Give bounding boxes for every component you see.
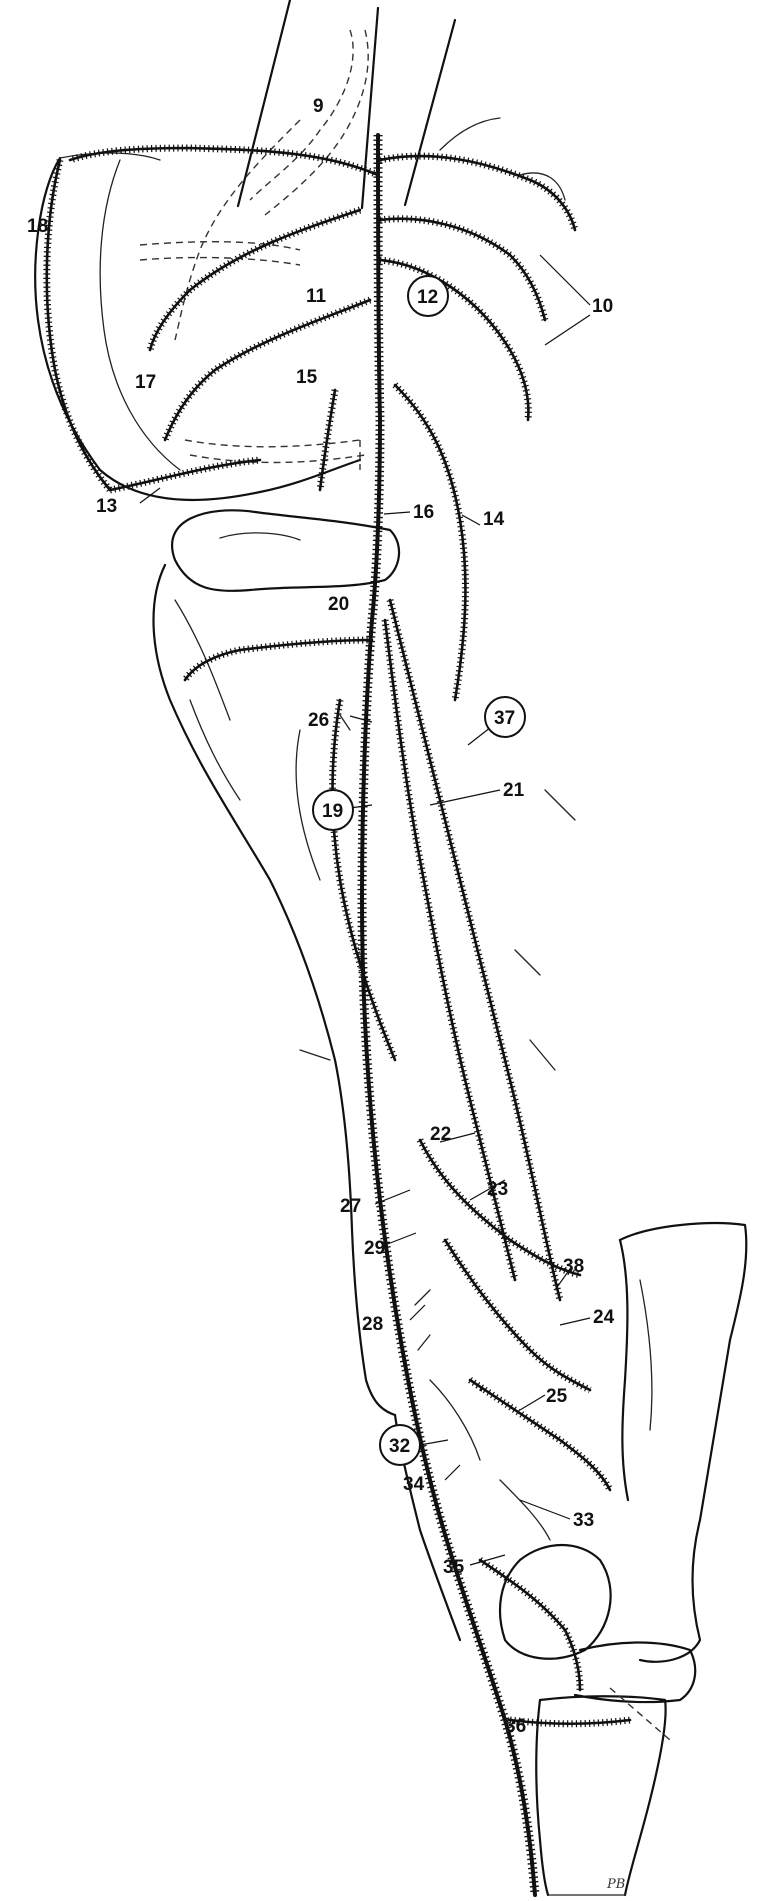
label-35: 35 (443, 1557, 465, 1578)
label-17: 17 (135, 372, 156, 393)
label-10: 10 (592, 296, 613, 317)
label-27: 27 (340, 1196, 361, 1217)
humerus-outline (154, 565, 395, 1415)
olecranon-outline (620, 1223, 746, 1662)
label-12: 12 (417, 287, 438, 308)
label-36: 36 (505, 1716, 526, 1737)
label-21: 21 (503, 780, 525, 801)
label-34: 34 (403, 1474, 425, 1495)
label-20: 20 (328, 594, 349, 615)
artery-branches (47, 118, 630, 1724)
label-26: 26 (308, 710, 329, 731)
main-artery (362, 135, 535, 1895)
label-15: 15 (296, 367, 318, 388)
carpal-bones-outline (500, 1545, 611, 1659)
label-24: 24 (593, 1307, 615, 1328)
label-25: 25 (546, 1386, 568, 1407)
label-33: 33 (573, 1510, 594, 1531)
label-32: 32 (389, 1436, 410, 1457)
label-37: 37 (494, 708, 515, 729)
label-23: 23 (487, 1179, 508, 1200)
label-29: 29 (364, 1238, 385, 1259)
anatomy-outlines (35, 0, 746, 1895)
label-28: 28 (362, 1314, 383, 1335)
label-9: 9 (313, 96, 324, 117)
label-14: 14 (483, 509, 505, 530)
number-labels: 9 10 11 12 13 14 15 16 17 18 19 20 21 22… (27, 96, 625, 1892)
label-11: 11 (306, 286, 327, 307)
label-22: 22 (430, 1124, 451, 1145)
label-13: 13 (96, 496, 117, 517)
artist-signature: PB (606, 1877, 625, 1892)
label-16: 16 (413, 502, 434, 523)
circled-labels (313, 276, 525, 1465)
label-38: 38 (563, 1256, 584, 1277)
label-18: 18 (27, 216, 48, 237)
humerus-head-outline (172, 510, 399, 591)
label-19: 19 (322, 801, 343, 822)
